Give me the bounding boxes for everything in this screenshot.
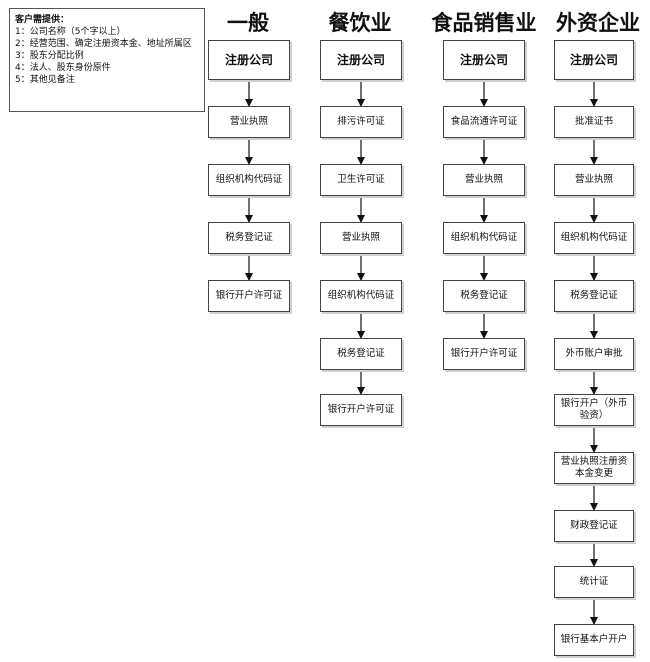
note-line: 2：经营范围、确定注册资本金、地址所属区: [15, 39, 192, 49]
general-step-business-license: 营业执照: [208, 106, 290, 138]
foreign-step-basic-bank-account: 银行基本户开户: [554, 624, 634, 656]
food-step-tax-registration: 税务登记证: [443, 280, 525, 312]
food-step-register-company: 注册公司: [443, 40, 525, 80]
general-step-register-company: 注册公司: [208, 40, 290, 80]
food-step-bank-account-permit: 银行开户许可证: [443, 338, 525, 370]
catering-step-register-company: 注册公司: [320, 40, 402, 80]
catering-step-business-license: 营业执照: [320, 222, 402, 254]
food-step-food-circulation-permit: 食品流通许可证: [443, 106, 525, 138]
foreign-step-business-license: 营业执照: [554, 164, 634, 196]
food-step-business-license: 营业执照: [443, 164, 525, 196]
foreign-step-bank-account-fx-verification: 银行开户（外币验资）: [554, 394, 634, 426]
heading-food-retail: 食品销售业: [431, 10, 537, 35]
foreign-step-tax-registration: 税务登记证: [554, 280, 634, 312]
note-line: 5：其他见备注: [15, 75, 75, 85]
general-step-organization-code: 组织机构代码证: [208, 164, 290, 196]
food-step-organization-code: 组织机构代码证: [443, 222, 525, 254]
general-step-tax-registration: 税务登记证: [208, 222, 290, 254]
note-line: 4：法人、股东身份原件: [15, 63, 111, 73]
catering-step-bank-account-permit: 银行开户许可证: [320, 394, 402, 426]
note-line: 3：股东分配比例: [15, 51, 84, 61]
heading-catering: 餐饮业: [328, 10, 392, 35]
note-line: 1：公司名称（5个字以上）: [15, 27, 126, 37]
catering-step-health-permit: 卫生许可证: [320, 164, 402, 196]
heading-general: 一般: [227, 10, 269, 35]
general-step-bank-account-permit: 银行开户许可证: [208, 280, 290, 312]
foreign-step-fx-account-approval: 外币账户审批: [554, 338, 634, 370]
catering-step-organization-code: 组织机构代码证: [320, 280, 402, 312]
client-requirements-note: 客户需提供： 1：公司名称（5个字以上） 2：经营范围、确定注册资本金、地址所属…: [9, 8, 205, 112]
foreign-step-register-company: 注册公司: [554, 40, 634, 80]
foreign-step-capital-change: 营业执照注册资本金变更: [554, 452, 634, 484]
catering-step-tax-registration: 税务登记证: [320, 338, 402, 370]
heading-foreign-enterprise: 外资企业: [556, 10, 640, 35]
catering-step-discharge-permit: 排污许可证: [320, 106, 402, 138]
foreign-step-finance-registration: 财政登记证: [554, 510, 634, 542]
note-title: 客户需提供：: [15, 15, 70, 25]
foreign-step-approval-certificate: 批准证书: [554, 106, 634, 138]
foreign-step-organization-code: 组织机构代码证: [554, 222, 634, 254]
foreign-step-statistics-certificate: 统计证: [554, 566, 634, 598]
